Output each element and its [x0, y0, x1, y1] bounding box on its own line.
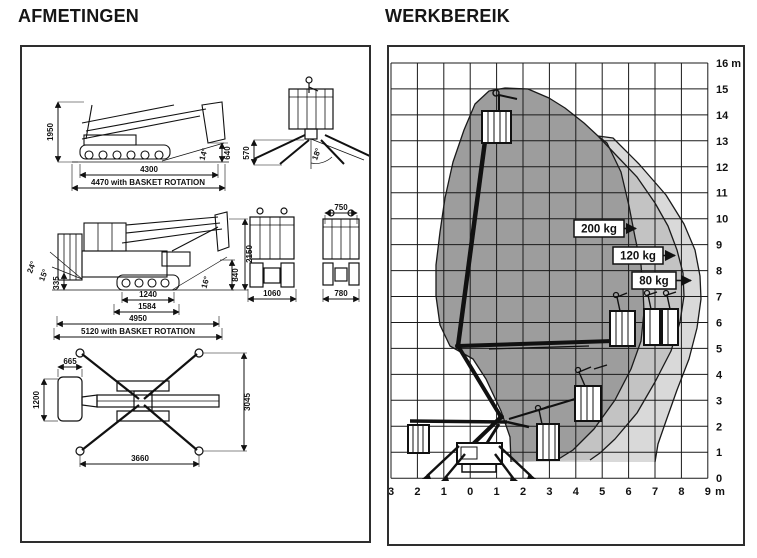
x-tick-9: 9: [705, 486, 711, 498]
dim-1584: 1584: [138, 302, 156, 311]
load-120kg-text: 120 kg: [620, 251, 656, 263]
dim-height-1950: 1950: [46, 123, 55, 141]
dim-angle-16: 16°: [200, 275, 212, 289]
x-tick-8: 8: [678, 486, 684, 498]
dim-angle-15: 15°: [37, 268, 50, 282]
plan-view: [57, 348, 220, 456]
curve-80kg: [597, 135, 702, 463]
stowed-side-view: [72, 101, 229, 163]
outrigger-rear-view: [253, 76, 369, 169]
dim-angle-24: 24°: [25, 260, 38, 274]
dim-1060: 1060: [263, 289, 281, 298]
work-envelope-zones: [436, 88, 701, 462]
load-label-200kg: 200 kg: [573, 219, 638, 238]
dim-rear-640: 640: [223, 146, 232, 160]
y-tick-6: 6: [716, 318, 722, 330]
dim-length-4300: 4300: [140, 165, 158, 174]
stowed-side-dimensions: 1950 640 14° 4300 4470 with BASKET ROTAT…: [46, 101, 232, 192]
x-tick-1: 1: [494, 486, 500, 498]
dim-1240: 1240: [139, 290, 157, 299]
load-80kg-text: 80 kg: [639, 276, 668, 288]
dim-1200: 1200: [32, 391, 41, 409]
y-tick-10: 10: [716, 214, 728, 226]
dim-3660: 3660: [131, 454, 149, 463]
dim-angle-14: 14°: [198, 147, 210, 161]
dim-3045: 3045: [243, 393, 252, 411]
x-tick-n1: 1: [441, 486, 447, 498]
y-tick-1: 1: [716, 447, 722, 459]
y-tick-13: 13: [716, 136, 728, 148]
y-tick-4: 4: [716, 369, 723, 381]
working-side-view: [49, 211, 234, 291]
dim-665: 665: [63, 357, 77, 366]
x-tick-4: 4: [573, 486, 580, 498]
dim-5120: 5120 with BASKET ROTATION: [81, 327, 195, 336]
x-tick-5: 5: [599, 486, 605, 498]
envelope-outlines: [435, 87, 702, 463]
machine-base: [422, 423, 536, 481]
y-tick-2: 2: [716, 421, 722, 433]
x-axis-labels: 3 2 1 0 1 2 3 4 5 6 7 8 9 m: [389, 486, 725, 498]
workrange-panel: 200 kg 120 kg 80 kg 16 m 15 14 13 12 11 …: [387, 45, 745, 546]
machine-vertical-pose: [455, 89, 518, 446]
dimensions-title: AFMETINGEN: [18, 6, 139, 26]
dimensions-panel: 1950 640 14° 4300 4470 with BASKET ROTAT…: [20, 45, 371, 543]
curve-120kg: [589, 135, 685, 461]
workrange-title: WERKBEREIK: [385, 6, 511, 26]
x-axis-unit: m: [715, 486, 725, 498]
load-200kg-text: 200 kg: [581, 224, 617, 236]
x-tick-n2: 2: [414, 486, 420, 498]
y-axis-labels: 16 m 15 14 13 12 11 10 9 8 7 6 5 4 3 2 1…: [716, 58, 741, 485]
y-tick-7: 7: [716, 292, 722, 304]
y-tick-16: 16 m: [716, 58, 741, 70]
y-tick-12: 12: [716, 162, 728, 174]
dimensions-drawing: 1950 640 14° 4300 4470 with BASKET ROTAT…: [25, 76, 369, 468]
y-tick-0: 0: [716, 473, 722, 485]
y-tick-15: 15: [716, 84, 728, 96]
dim-length-4470: 4470 with BASKET ROTATION: [91, 178, 205, 187]
zone-200kg: [436, 88, 644, 462]
dim-780: 780: [334, 289, 348, 298]
machine-high-horizontal-pose: [457, 289, 679, 350]
x-tick-6: 6: [626, 486, 632, 498]
dim-height-570: 570: [242, 146, 251, 160]
machine-low-horizontal-pose: [407, 364, 608, 461]
load-label-80kg: 80 kg: [631, 271, 693, 290]
curve-200kg: [556, 135, 645, 461]
y-tick-9: 9: [716, 240, 722, 252]
dim-angle-18: 18°: [310, 147, 323, 161]
outrigger-rear-dimensions: 570 18°: [242, 139, 323, 166]
x-tick-7: 7: [652, 486, 658, 498]
y-tick-8: 8: [716, 266, 722, 278]
y-tick-5: 5: [716, 343, 722, 355]
workrange-chart: 200 kg 120 kg 80 kg 16 m 15 14 13 12 11 …: [389, 58, 741, 498]
rear-views: [249, 207, 360, 288]
y-tick-11: 11: [716, 188, 728, 200]
dim-750: 750: [334, 203, 348, 212]
plan-view-dimensions: 665 1200 3660 3045: [32, 352, 252, 468]
x-tick-2: 2: [520, 486, 526, 498]
dim-840: 840: [231, 268, 240, 282]
y-tick-3: 3: [716, 395, 722, 407]
dim-4950: 4950: [129, 314, 147, 323]
dim-ground-335: 335: [52, 276, 61, 290]
y-tick-14: 14: [716, 110, 729, 122]
load-label-120kg: 120 kg: [612, 246, 677, 265]
rear-views-dimensions: 750 1060 780: [247, 203, 360, 303]
x-tick-0: 0: [467, 486, 473, 498]
x-tick-3: 3: [546, 486, 552, 498]
x-tick-n3: 3: [389, 486, 394, 498]
